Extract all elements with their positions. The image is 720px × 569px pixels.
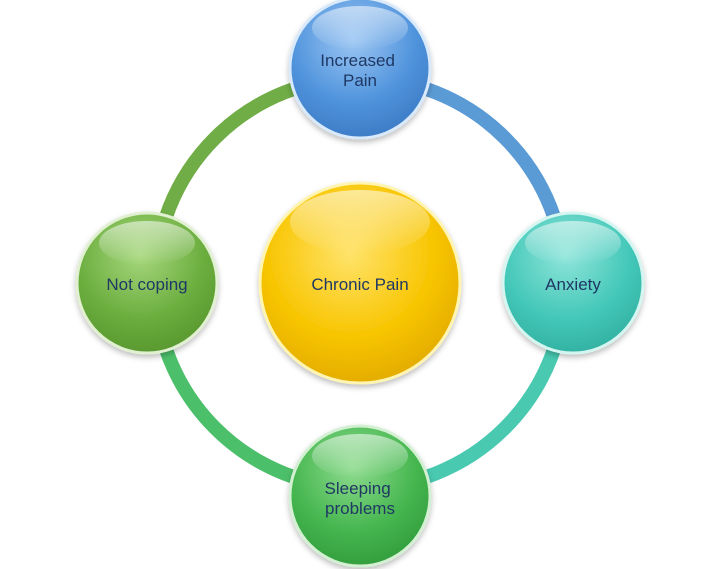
node-anxiety-label: Anxiety (545, 275, 601, 294)
node-increased-pain-line-2: Pain (343, 71, 377, 90)
node-sleeping-problems (288, 424, 432, 568)
node-increased-pain (288, 0, 432, 140)
node-sleeping-problems-line-2: problems (325, 499, 395, 518)
node-anxiety (501, 211, 645, 355)
center-node-label: Chronic Pain (311, 275, 408, 294)
node-increased-pain-line-1: Increased (320, 51, 395, 70)
node-not-coping-label: Not coping (106, 275, 187, 294)
node-sleeping-problems-line-1: Sleeping (325, 479, 391, 498)
center-node (258, 181, 462, 385)
node-increased-pain-label: Increased Pain (320, 51, 399, 90)
node-not-coping (75, 211, 219, 355)
node-sleeping-problems-label: Sleeping problems (325, 479, 396, 518)
